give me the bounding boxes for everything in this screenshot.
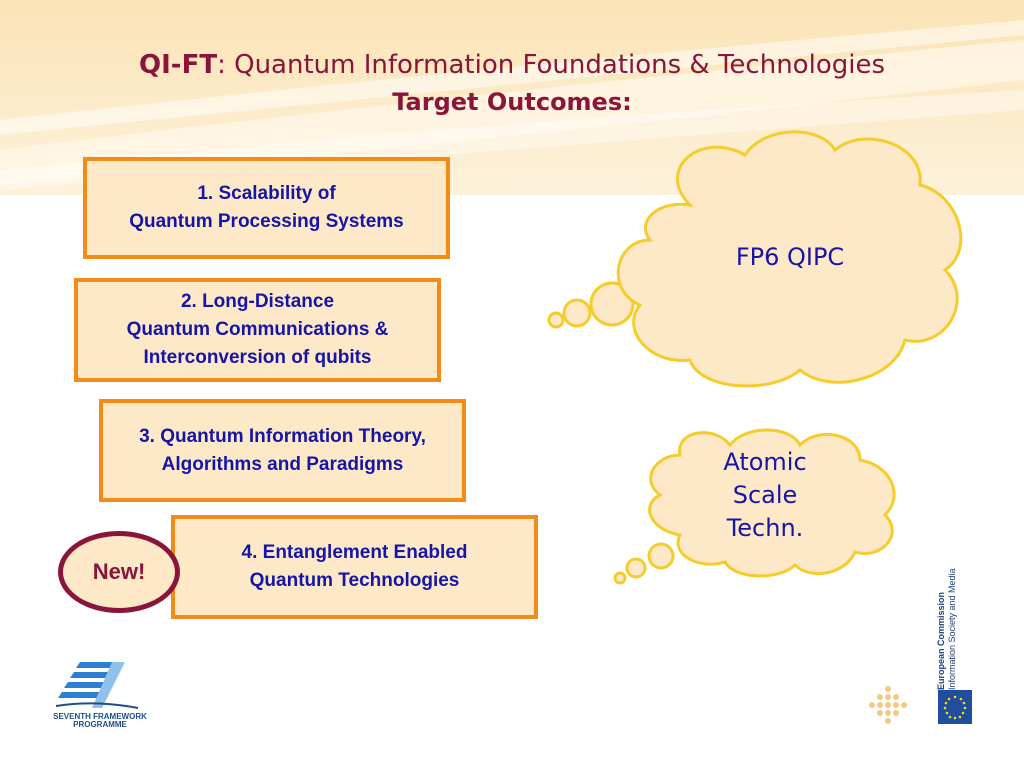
ec-label-line-1: European Commission <box>936 591 946 690</box>
european-commission-label: European Commission Information Society … <box>936 568 958 690</box>
outcome-2-line-2: Quantum Communications & <box>126 319 389 340</box>
outcome-4-line-2: Quantum Technologies <box>249 570 460 591</box>
outcome-3-line-1: 3. Quantum Information Theory, <box>139 425 426 447</box>
cloud-2-label: Atomic Scale Techn. <box>660 446 870 545</box>
cloud-1-label: FP6 QIPC <box>735 243 845 271</box>
outcome-box-2: 2. Long-Distance Quantum Communications … <box>74 278 441 382</box>
fp7-logo-line-1: SEVENTH FRAMEWORK <box>53 712 147 721</box>
dots-pattern-icon <box>869 686 907 724</box>
slide-subtitle: Target Outcomes: <box>392 88 632 116</box>
ec-label-line-2: Information Society and Media <box>947 568 957 690</box>
cloud-fp6-qipc <box>547 130 963 388</box>
outcome-2-line-3: Interconversion of qubits <box>143 347 372 368</box>
title-rest: : Quantum Information Foundations & Tech… <box>217 50 885 80</box>
outcome-4-line-1: 4. Entanglement Enabled <box>241 542 468 563</box>
cloud-2-line-2: Scale <box>732 481 798 509</box>
fp7-logo-line-2: PROGRAMME <box>73 720 127 729</box>
outcome-box-3: 3. Quantum Information Theory, Algorithm… <box>99 399 466 502</box>
cloud-2-line-3: Techn. <box>726 514 804 542</box>
outcome-2-line-1: 2. Long-Distance <box>180 291 335 312</box>
outcome-1-line-1: 1. Scalability of <box>197 183 336 204</box>
slide-title: QI-FT: Quantum Information Foundations &… <box>0 50 1024 80</box>
outcome-1-line-2: Quantum Processing Systems <box>129 211 404 232</box>
outcome-box-4: 4. Entanglement Enabled Quantum Technolo… <box>171 515 538 619</box>
outcome-3-line-2: Algorithms and Paradigms <box>161 453 404 475</box>
new-badge: New! <box>58 531 180 613</box>
cloud-atomic-scale <box>613 428 896 585</box>
eu-flag-icon <box>938 690 972 724</box>
fp7-logo-icon <box>55 662 139 709</box>
cloud-2-line-1: Atomic <box>723 448 807 476</box>
title-abbreviation: QI-FT <box>139 50 218 80</box>
outcome-box-1: 1. Scalability of Quantum Processing Sys… <box>83 157 450 259</box>
